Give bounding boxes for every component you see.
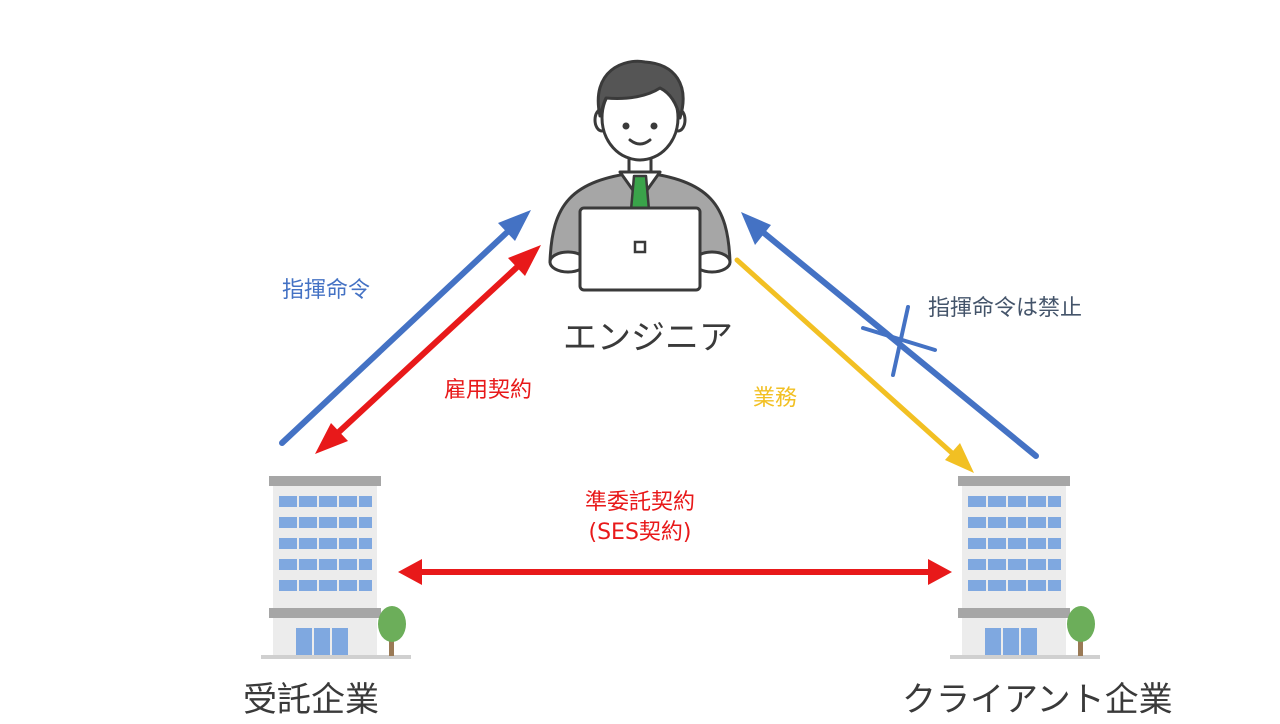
work-label: 業務 <box>753 386 798 411</box>
employment-label: 雇用契約 <box>444 378 533 403</box>
engineer-icon <box>548 59 732 292</box>
forbidden-cross-icon <box>861 305 937 377</box>
employment-arrow <box>315 245 541 454</box>
client-command-arrow <box>741 212 1039 459</box>
client-tree-icon <box>1067 606 1095 656</box>
contract-label-line2: (SES契約) <box>588 520 692 545</box>
engineer-label: エンジニア <box>563 318 733 358</box>
work-arrow <box>734 257 974 473</box>
contract-arrow <box>398 559 952 585</box>
client-building-icon <box>950 476 1100 659</box>
contract-label-line1: 準委託契約 <box>584 490 695 515</box>
client-command-forbidden-label: 指揮命令は禁止 <box>928 296 1083 321</box>
vendor-command-label: 指揮命令 <box>282 278 371 303</box>
vendor-label: 受託企業 <box>243 680 379 720</box>
vendor-building-icon <box>261 476 411 659</box>
vendor-tree-icon <box>378 606 406 656</box>
contract-label: 準委託契約 (SES契約) <box>520 488 760 548</box>
vendor-command-arrow <box>279 210 531 446</box>
client-label: クライアント企業 <box>902 680 1173 720</box>
